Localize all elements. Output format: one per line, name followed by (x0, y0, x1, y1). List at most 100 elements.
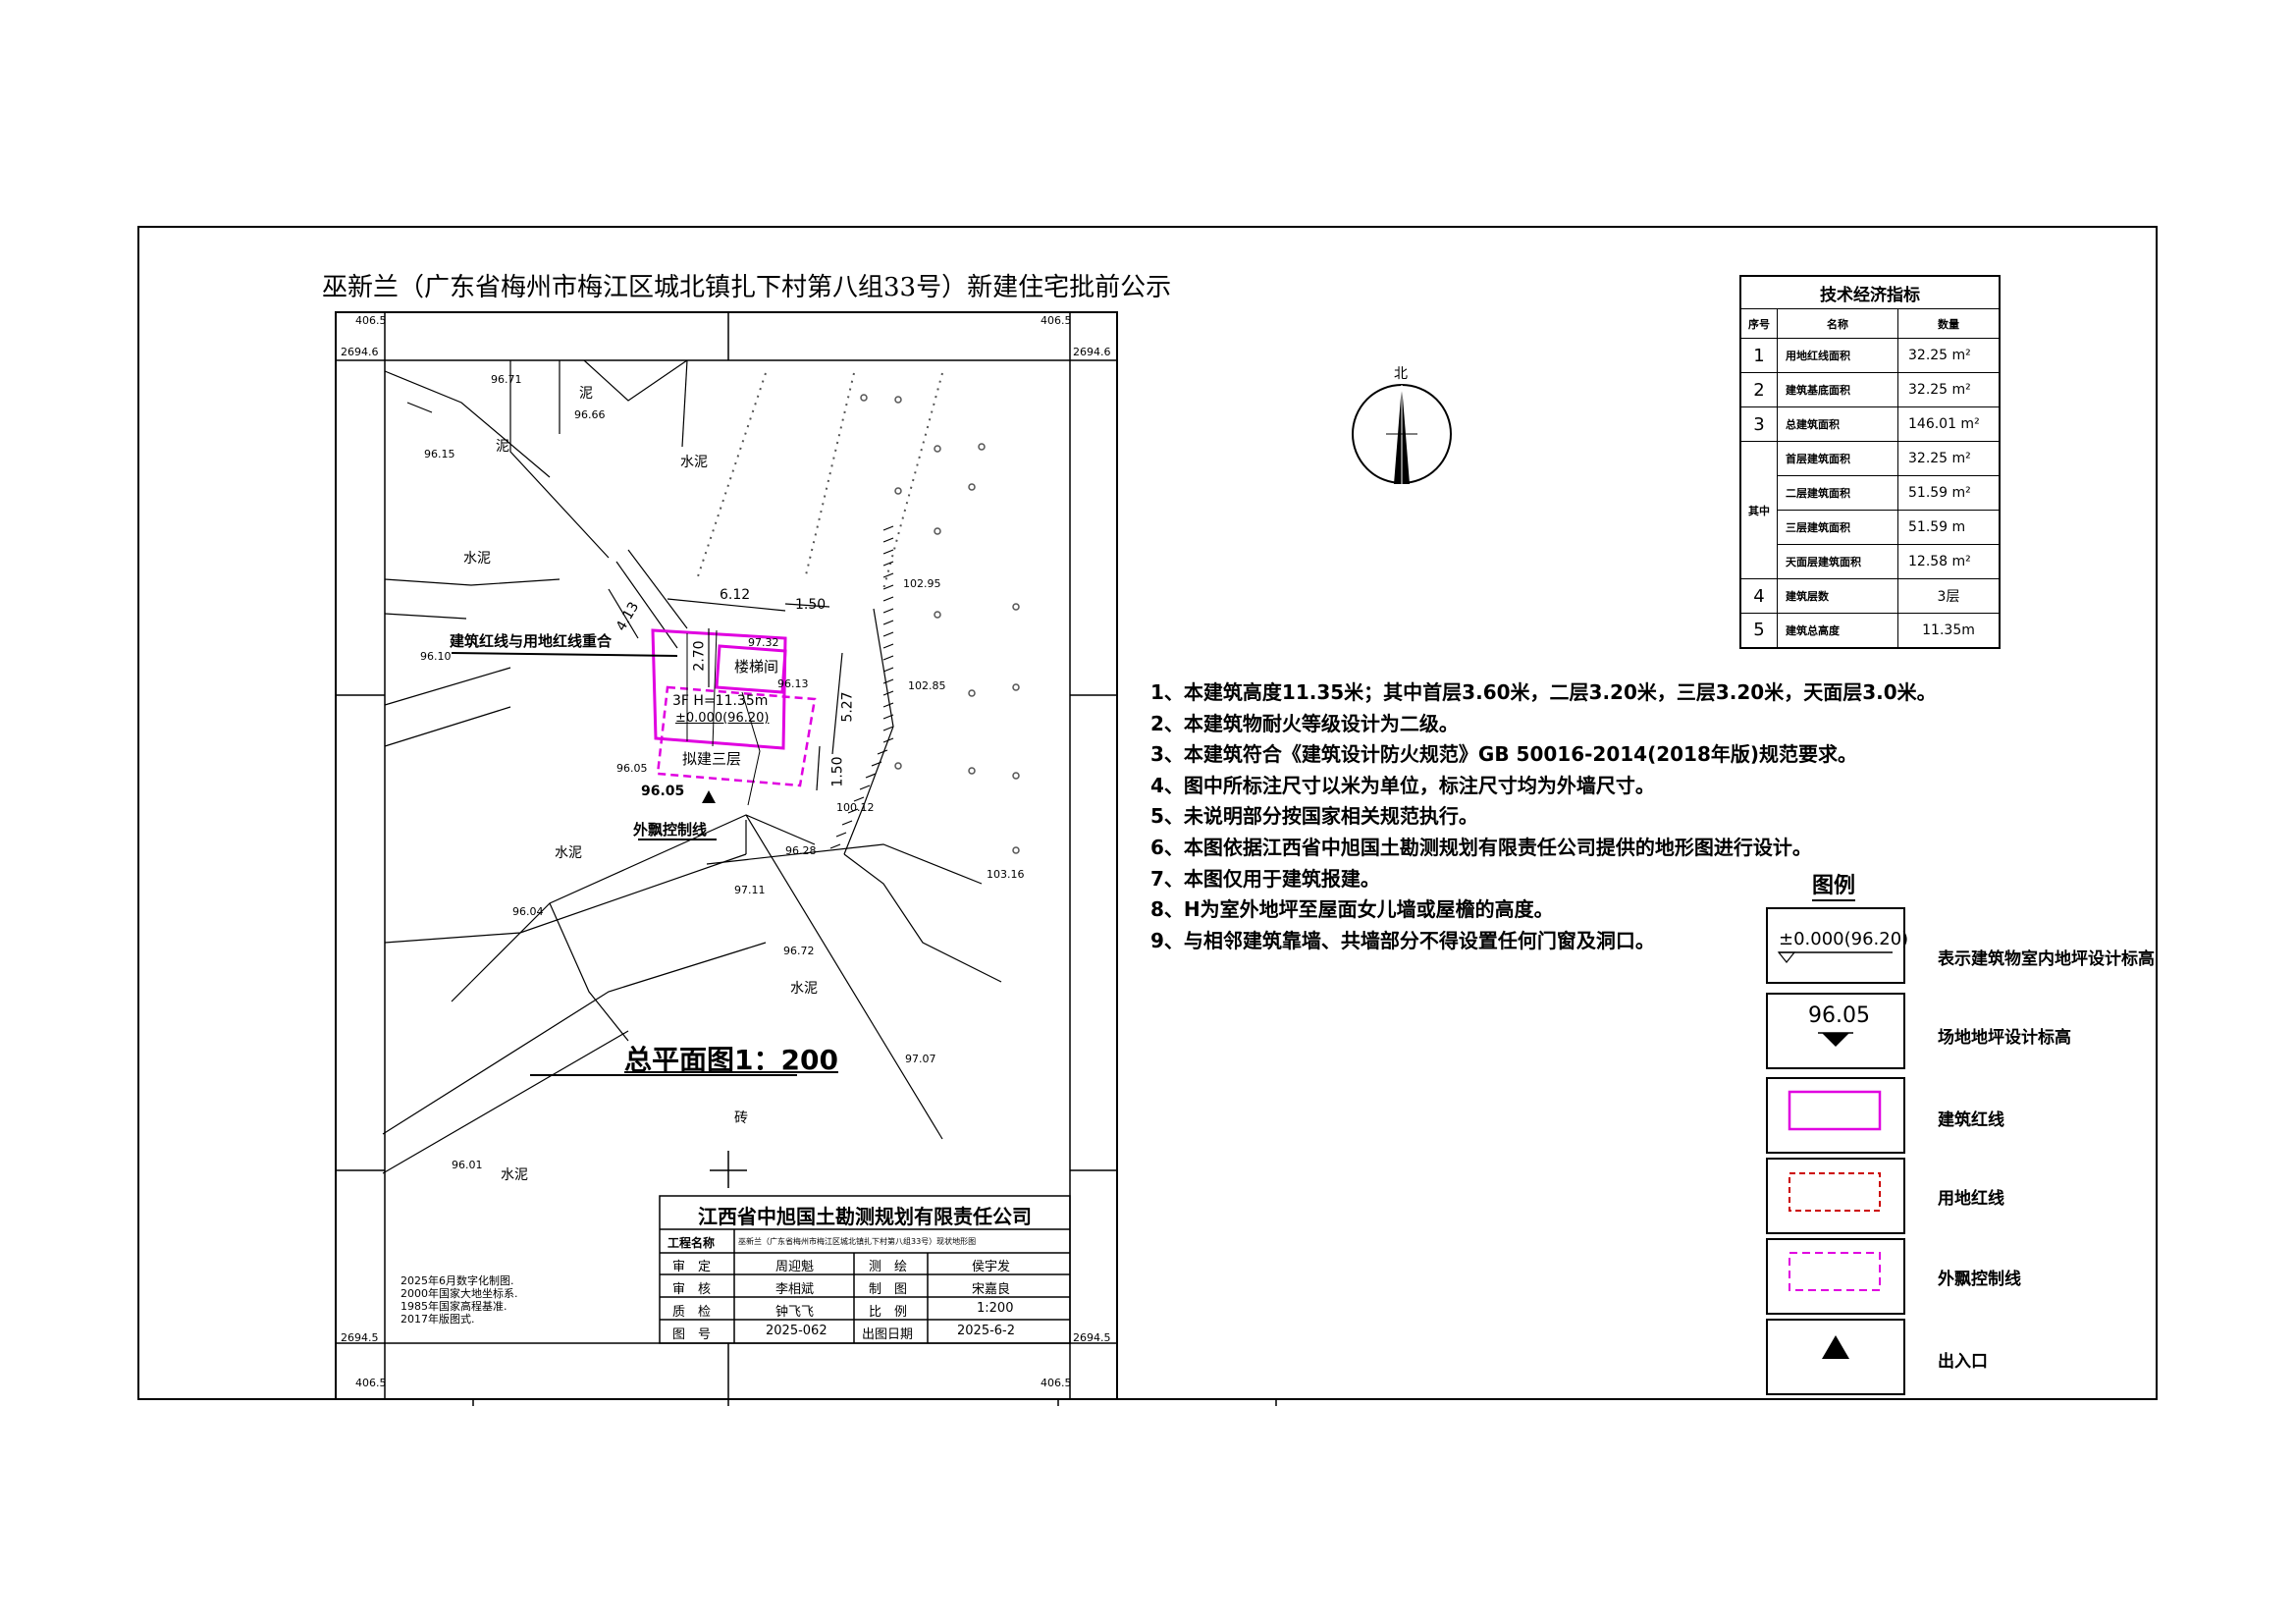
elevation-point: 96.15 (424, 448, 455, 460)
note-item: 9、与相邻建筑靠墙、共墙部分不得设置任何门窗及洞口。 (1150, 928, 1655, 952)
hatch-tick (853, 796, 865, 802)
hatch-tick (882, 608, 894, 614)
grid-coord: 406.5 (1041, 1377, 1072, 1389)
dimension-label: 6.12 (720, 587, 751, 603)
stair-box (715, 644, 787, 694)
hatch-ticks (829, 525, 894, 849)
hatch-tick (871, 761, 882, 767)
legend-land-line-swatch (1789, 1172, 1881, 1212)
survey-dot (1012, 683, 1020, 691)
survey-notes: 2025年6月数字化制图. 2000年国家大地坐标系. 1985年国家高程基准.… (400, 1274, 518, 1326)
table-cell: 建筑总高度 (1777, 613, 1898, 648)
frame-ticks (336, 312, 1277, 1406)
elevation-point: 97.11 (734, 884, 766, 896)
elevation-point: 96.72 (783, 945, 815, 957)
overhang-control-line (656, 685, 817, 787)
elevation-point: 96.28 (785, 844, 817, 857)
hatch-tick (882, 726, 894, 731)
legend-site-elev-text: 96.05 (1808, 1003, 1870, 1028)
hatch-tick (882, 714, 894, 720)
legend-label: 建筑红线 (1938, 1110, 2004, 1130)
grid-coord: 406.5 (355, 314, 387, 327)
tb-role: 图 号 (672, 1327, 712, 1342)
table-cell: 三层建筑面积 (1777, 510, 1898, 545)
area-label: 水泥 (463, 551, 491, 567)
table-cell: 总建筑面积 (1777, 406, 1898, 442)
project-name: 巫新兰（广东省梅州市梅江区城北镇扎下村第八组33号）现状地形图 (738, 1237, 977, 1246)
tech-table-title: 技术经济指标 (1739, 275, 2001, 309)
survey-dot (978, 443, 986, 451)
hatch-tick (865, 773, 877, 779)
note-item: 1、本建筑高度11.35米；其中首层3.60米，二层3.20米，三层3.20米，… (1150, 680, 1937, 704)
grid-coord: 2694.6 (1073, 346, 1111, 358)
tb-role: 质 检 (672, 1305, 712, 1320)
stair-label: 楼梯间 (734, 658, 779, 676)
table-cell: 3 (1739, 406, 1778, 442)
table-header: 序号 (1739, 308, 1778, 339)
tb-value: 2025-6-2 (957, 1324, 1016, 1338)
tb-person: 李相斌 (775, 1282, 815, 1297)
table-cell: 2 (1739, 372, 1778, 407)
tb-role: 出图日期 (862, 1327, 914, 1342)
table-cell: 12.58 m² (1897, 544, 2001, 579)
table-cell: 32.25 m² (1897, 372, 2001, 407)
table-cell: 32.25 m² (1897, 441, 2001, 476)
tb-role: 测 绘 (869, 1260, 908, 1274)
note-item: 7、本图仅用于建筑报建。 (1150, 866, 1380, 891)
hatch-tick (882, 702, 894, 708)
elevation-point: 96.05 (616, 762, 648, 775)
table-header: 数量 (1897, 308, 2001, 339)
proposed-building (651, 628, 817, 806)
survey-dot (1012, 772, 1020, 780)
table-cell: 天面层建筑面积 (1777, 544, 1898, 579)
legend-entrance-icon (1822, 1335, 1849, 1359)
legend-floor-elev-text: ±0.000(96.20) (1779, 929, 1909, 949)
elevation-point: 103.16 (987, 868, 1025, 881)
overhang-note: 外飘控制线 (633, 821, 708, 839)
hatch-tick (829, 843, 841, 849)
hatch-tick (882, 596, 894, 602)
survey-note: 2017年版图式. (400, 1313, 475, 1326)
dimension-label: 5.27 (839, 691, 856, 723)
plan-title: 总平面图1：200 (624, 1044, 838, 1076)
building-red-line (651, 628, 787, 750)
tb-person: 周迎魁 (775, 1260, 815, 1274)
note-item: 2、本建筑物耐火等级设计为二级。 (1150, 711, 1459, 735)
table-cell: 首层建筑面积 (1777, 441, 1898, 476)
grid-coord: 406.5 (355, 1377, 387, 1389)
survey-dot (968, 483, 976, 491)
north-arrow-icon (1352, 384, 1452, 484)
note-item: 4、图中所标注尺寸以米为单位，标注尺寸均为外墙尺寸。 (1150, 773, 1655, 797)
survey-dot (894, 396, 902, 404)
title-block-frame (659, 1195, 1071, 1344)
hatch-tick (882, 525, 894, 531)
area-label: 泥 (496, 439, 509, 455)
dotted-boundaries (696, 372, 943, 590)
north-label: 北 (1394, 366, 1408, 382)
table-group-label: 其中 (1739, 441, 1778, 579)
grid-coord: 406.5 (1041, 314, 1072, 327)
hatch-tick (882, 537, 894, 543)
area-label: 水泥 (790, 981, 818, 997)
tb-role: 审 核 (672, 1282, 712, 1297)
elevation-point: 102.85 (908, 679, 946, 692)
survey-dot (1012, 603, 1020, 611)
area-label: 水泥 (680, 455, 708, 470)
legend-site-elev-icon (1822, 1033, 1849, 1047)
floor-label: 3F H=11.35m (672, 693, 769, 709)
survey-dot (860, 394, 868, 402)
hatch-tick (882, 643, 894, 649)
hatch-tick (882, 667, 894, 673)
note-item: 6、本图依据江西省中旭国土勘测规划有限责任公司提供的地形图进行设计。 (1150, 835, 1812, 859)
area-label: 水泥 (501, 1167, 528, 1183)
hatch-tick (882, 620, 894, 625)
tb-value: 2025-062 (766, 1324, 828, 1338)
table-cell: 11.35m (1897, 613, 2001, 648)
map-linework (382, 359, 983, 1174)
hatch-tick (882, 561, 894, 567)
survey-note: 1985年国家高程基准. (400, 1300, 507, 1313)
note-item: 5、未说明部分按国家相关规范执行。 (1150, 804, 1478, 829)
dimension-lines (608, 588, 843, 791)
legend-building-line-swatch (1788, 1090, 1882, 1131)
hatch-tick (882, 549, 894, 555)
